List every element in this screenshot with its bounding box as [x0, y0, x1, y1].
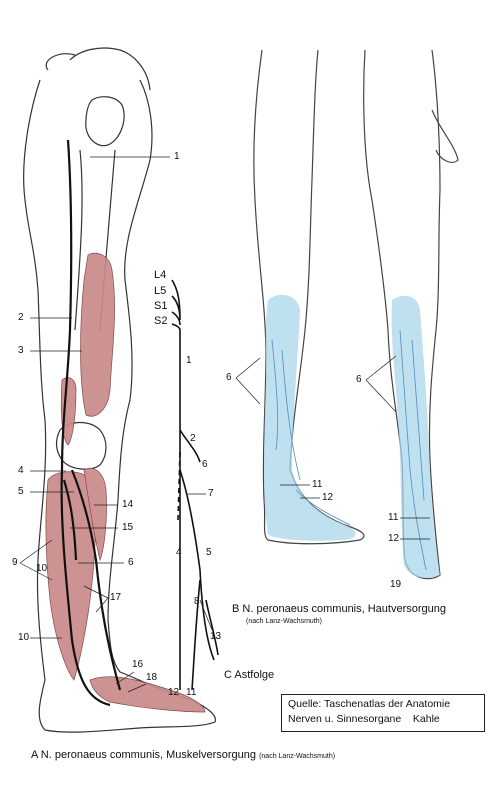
caption-c-letter: C: [224, 669, 232, 681]
caption-b-text: N. peronaeus communis, Hautversorgung: [242, 603, 447, 615]
label-c-12: 12: [168, 687, 180, 698]
source-box: Quelle: Taschenatlas der Anatomie Nerven…: [281, 694, 485, 732]
label-b-6b: 6: [356, 374, 362, 385]
label-b-12a: 12: [322, 492, 334, 503]
label-c-8: 8: [194, 596, 200, 607]
caption-a-letter: A: [31, 749, 38, 761]
label-b-11b: 11: [388, 512, 399, 523]
label-c-1: 1: [186, 355, 192, 366]
label-c-13: 13: [210, 631, 222, 642]
label-b-12b: 12: [388, 533, 400, 544]
caption-b-letter: B: [232, 603, 240, 615]
label-a-18: 18: [146, 672, 158, 683]
leaders-c: [186, 493, 213, 631]
label-a-1: 1: [174, 151, 180, 162]
label-a-5: 5: [18, 486, 24, 497]
leaders-a: [19, 156, 170, 693]
root-s2: S2: [154, 315, 168, 327]
skin-nerves-b: [271, 329, 427, 571]
label-c-2: 2: [190, 433, 196, 444]
caption-a-note: (nach Lanz-Wachsmuth): [259, 753, 336, 760]
skin-area-b: [264, 294, 440, 578]
caption-b-note: (nach Lanz-Wachsmuth): [246, 618, 322, 625]
muscles-a: [45, 252, 206, 713]
label-a-9: 9: [12, 557, 18, 568]
label-a-15: 15: [122, 522, 134, 533]
caption-c: C Astfolge: [224, 669, 274, 681]
label-b-11a: 11: [312, 479, 323, 490]
root-s1: S1: [154, 300, 168, 312]
caption-c-text: Astfolge: [234, 669, 275, 681]
nerve-a: [60, 139, 122, 707]
label-a-2: 2: [18, 312, 24, 323]
caption-a-text: N. peronaeus communis, Muskelversorgung: [40, 749, 257, 761]
label-c-11: 11: [186, 687, 197, 698]
label-c-5: 5: [206, 547, 212, 558]
label-c-7: 7: [208, 488, 214, 499]
caption-a: A N. peronaeus communis, Muskelversorgun…: [31, 749, 335, 761]
leg-outline-a: [23, 47, 216, 733]
root-l4: L4: [154, 269, 167, 281]
label-a-3: 3: [18, 345, 24, 356]
branch-scheme-c: [171, 279, 219, 691]
label-b-6a: 6: [226, 372, 232, 383]
label-c-4: 4: [176, 547, 182, 558]
label-a-4: 4: [18, 465, 24, 476]
root-l5: L5: [154, 285, 167, 297]
label-c-6: 6: [202, 459, 208, 470]
caption-b: B N. peronaeus communis, Hautversorgung: [232, 603, 446, 615]
label-b-19: 19: [390, 579, 402, 590]
source-line-2: Nerven u. Sinnesorgane Kahle: [288, 713, 440, 725]
label-a-16: 16: [132, 659, 144, 670]
label-a-14: 14: [122, 499, 134, 510]
leaders-b: [235, 355, 430, 540]
label-a-6: 6: [128, 557, 134, 568]
label-a-10b: 10: [18, 632, 30, 643]
label-a-17: 17: [110, 592, 122, 603]
label-a-10a: 10: [36, 563, 48, 574]
source-line-1: Quelle: Taschenatlas der Anatomie: [288, 698, 451, 710]
